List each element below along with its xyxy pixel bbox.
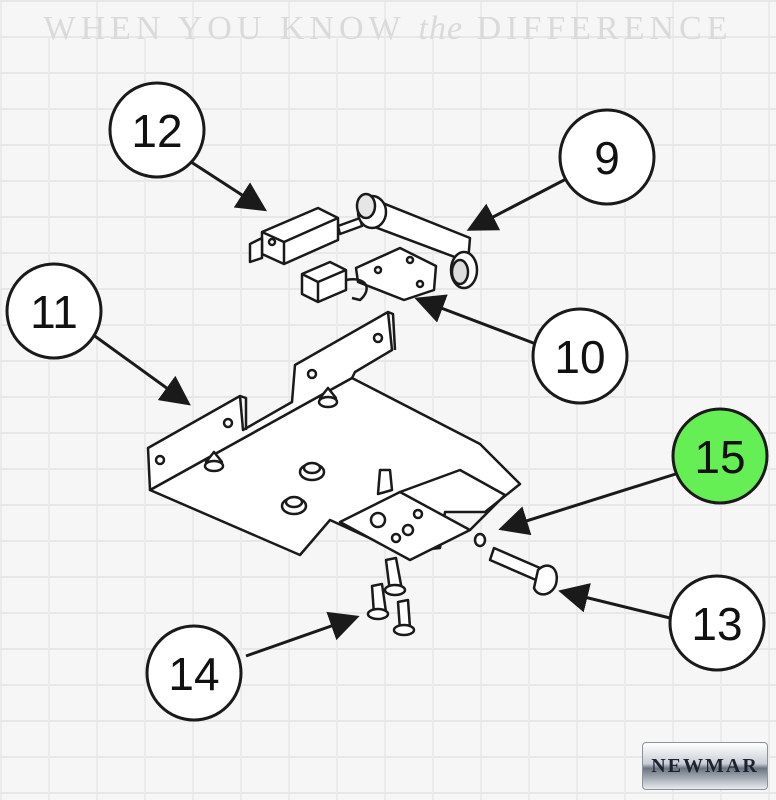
logo-text: NEWMAR xyxy=(651,754,759,777)
callout-12: 12 xyxy=(108,81,206,179)
leader-arrow-11 xyxy=(91,332,191,406)
leader-arrow-12 xyxy=(187,158,268,212)
callout-11: 11 xyxy=(5,262,103,360)
tagline-after: DIFFERENCE xyxy=(476,10,733,47)
tagline-italic: the xyxy=(418,10,464,47)
part-sensor-roller xyxy=(354,192,479,302)
leader-arrow-15 xyxy=(498,470,683,536)
callout-9: 9 xyxy=(558,108,656,206)
svg-text:9: 9 xyxy=(594,132,620,184)
part-micro-switch xyxy=(248,206,364,266)
tagline-before: WHEN YOU KNOW xyxy=(43,10,406,47)
leader-arrow-13 xyxy=(558,583,671,620)
leader-arrow-9 xyxy=(466,176,569,231)
callout-14: 14 xyxy=(145,624,243,722)
callout-13: 13 xyxy=(668,574,766,672)
callout-15: 15 xyxy=(671,407,769,505)
part-screws xyxy=(366,556,416,637)
svg-text:14: 14 xyxy=(168,648,219,700)
part-hinge-pin xyxy=(488,546,559,596)
newmar-logo: NEWMAR xyxy=(642,742,768,790)
leader-arrow-10 xyxy=(414,294,537,346)
leader-arrow-14 xyxy=(245,611,360,658)
svg-text:12: 12 xyxy=(131,105,182,157)
svg-text:11: 11 xyxy=(30,286,78,338)
part-bracket-plate xyxy=(146,310,522,562)
callout-10: 10 xyxy=(531,307,629,405)
part-connector xyxy=(300,260,368,304)
tagline: WHEN YOU KNOW the DIFFERENCE xyxy=(0,10,776,48)
svg-text:13: 13 xyxy=(691,598,742,650)
svg-text:15: 15 xyxy=(694,431,745,483)
svg-text:10: 10 xyxy=(554,331,605,383)
part-washer xyxy=(473,532,487,548)
